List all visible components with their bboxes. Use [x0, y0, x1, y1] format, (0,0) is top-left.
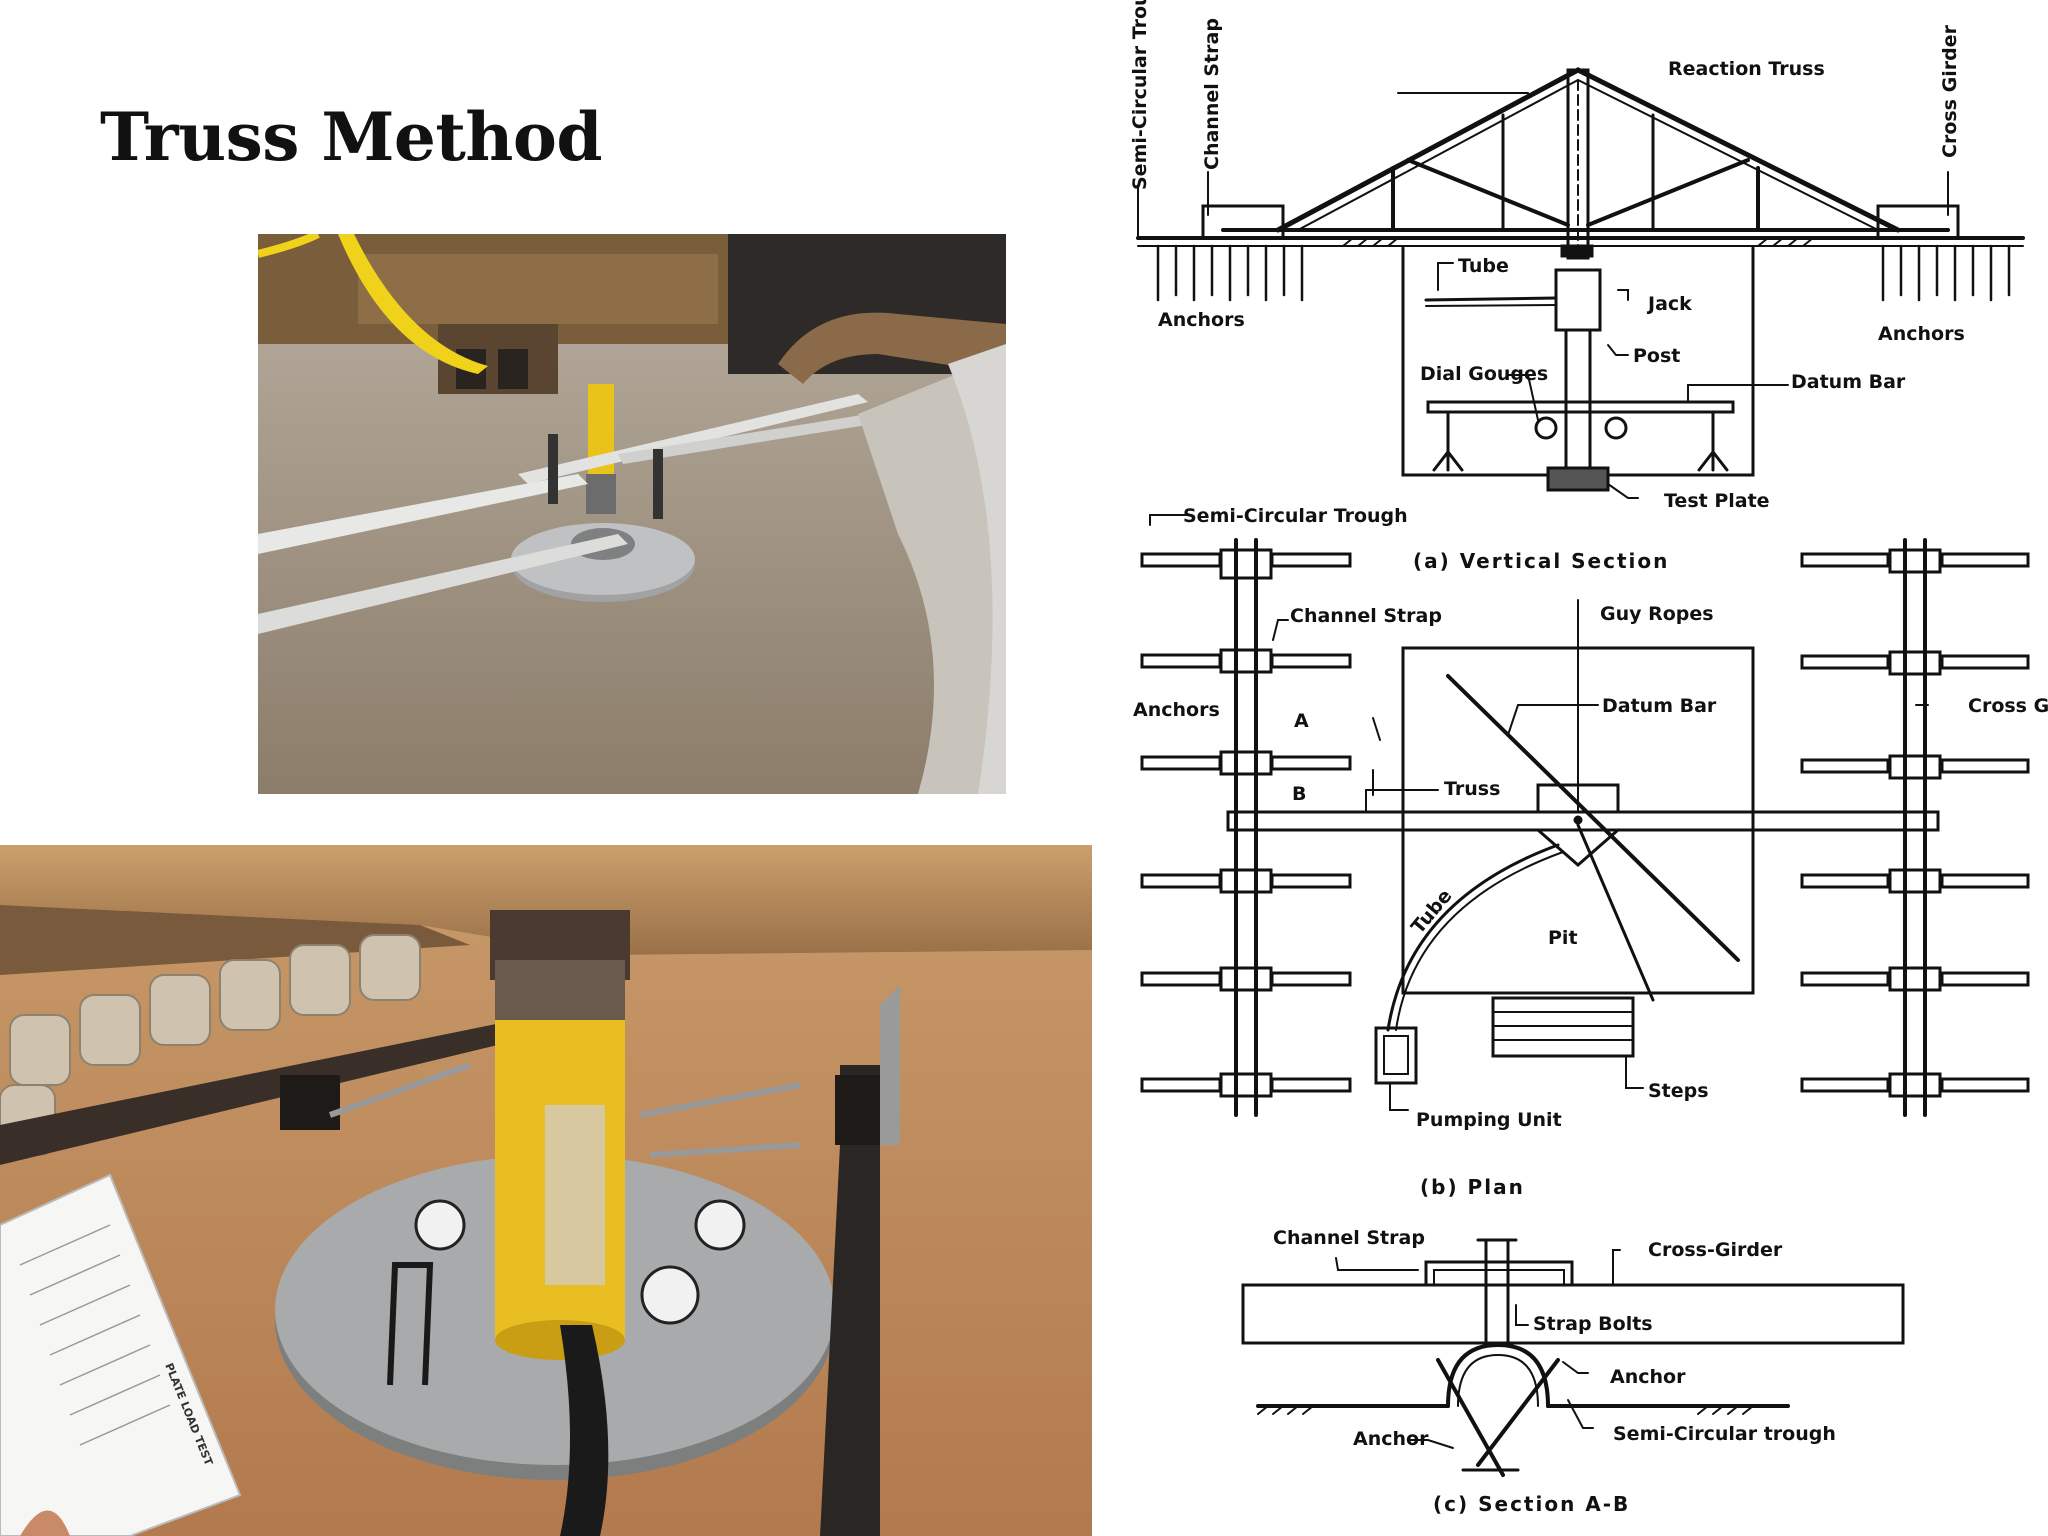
label-semi-circular-trough-c: Semi-Circular trough — [1613, 1423, 1836, 1445]
label-a: A — [1294, 710, 1309, 732]
label-semi-circular-trough-a: Semi-Circular Trough — [1129, 0, 1151, 190]
label-guy-ropes: Guy Ropes — [1600, 603, 1714, 625]
caption-section-ab: (c) Section A-B — [1433, 1492, 1630, 1516]
vertical-section — [1136, 67, 2025, 499]
label-cross-girder-a: Cross Girder — [1939, 24, 1961, 158]
label-dial-gauges: Dial Gouges — [1420, 363, 1548, 385]
label-truss: Truss — [1444, 778, 1500, 800]
label-anchors-left: Anchors — [1158, 309, 1245, 331]
label-datum-bar-b: Datum Bar — [1602, 695, 1717, 717]
label-channel-strap-a: Channel Strap — [1201, 18, 1223, 170]
label-strap-bolts: Strap Bolts — [1533, 1313, 1653, 1335]
label-cross-girder-b: Cross Girder — [1968, 695, 2048, 717]
caption-vertical-section: (a) Vertical Section — [1413, 549, 1669, 573]
label-anchor-left: Anchor — [1353, 1428, 1429, 1450]
label-tube-a: Tube — [1458, 255, 1509, 277]
label-semi-circular-trough-b: Semi-Circular Trough — [1183, 505, 1408, 527]
label-cross-girder-c: Cross-Girder — [1648, 1239, 1783, 1261]
label-channel-strap-c: Channel Strap — [1273, 1227, 1425, 1249]
label-datum-bar-a: Datum Bar — [1791, 371, 1906, 393]
plan-view — [1140, 514, 2030, 1117]
label-jack: Jack — [1646, 293, 1692, 315]
section-ab — [1241, 1238, 1905, 1477]
hydraulic-jack-photo: PLATE LOAD TEST — [0, 845, 1092, 1536]
label-test-plate: Test Plate — [1664, 490, 1770, 512]
label-anchors-right: Anchors — [1878, 323, 1965, 345]
slide-title: Truss Method — [100, 98, 603, 176]
truss-method-diagram: Reaction Truss Semi-Circular Trough Chan… — [1129, 0, 2048, 1516]
label-pit: Pit — [1548, 927, 1578, 949]
caption-plan: (b) Plan — [1420, 1175, 1525, 1199]
plate-load-test-photo — [258, 234, 1006, 794]
label-reaction-truss: Reaction Truss — [1668, 58, 1825, 80]
label-channel-strap-b: Channel Strap — [1290, 605, 1442, 627]
label-anchors-b: Anchors — [1133, 699, 1220, 721]
label-post: Post — [1633, 345, 1680, 367]
label-steps: Steps — [1648, 1080, 1709, 1102]
label-b: B — [1292, 783, 1306, 805]
label-anchor-right: Anchor — [1610, 1366, 1686, 1388]
label-pumping-unit: Pumping Unit — [1416, 1109, 1562, 1131]
